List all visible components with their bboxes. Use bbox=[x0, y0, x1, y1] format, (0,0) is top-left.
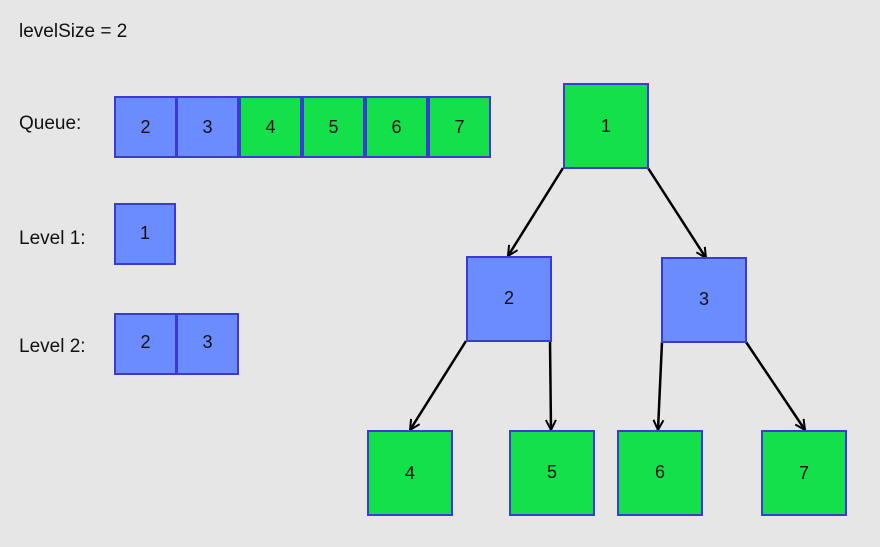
level-1-cell: 1 bbox=[114, 203, 176, 265]
edge-1-3 bbox=[646, 167, 706, 258]
queue-cell: 5 bbox=[302, 96, 365, 158]
edge-1-2 bbox=[508, 167, 565, 256]
tree-node-5: 5 bbox=[509, 430, 595, 516]
tree-node-4: 4 bbox=[367, 430, 453, 516]
level-2-label: Level 2: bbox=[19, 336, 86, 357]
queue-label: Queue: bbox=[19, 113, 82, 134]
tree-node-7: 7 bbox=[761, 430, 847, 516]
level-1-label: Level 1: bbox=[19, 228, 86, 249]
tree-node-1: 1 bbox=[563, 83, 649, 169]
tree-node-6: 6 bbox=[617, 430, 703, 516]
queue-cell: 2 bbox=[114, 96, 177, 158]
edge-3-7 bbox=[744, 341, 805, 430]
queue-cell: 6 bbox=[365, 96, 428, 158]
edge-2-5 bbox=[550, 340, 551, 430]
edge-3-6 bbox=[658, 341, 662, 430]
tree-node-2: 2 bbox=[466, 256, 552, 342]
level-size-text: levelSize = 2 bbox=[19, 21, 128, 42]
tree-node-3: 3 bbox=[661, 257, 747, 343]
level-2-cell: 3 bbox=[176, 313, 239, 375]
queue-cell: 3 bbox=[176, 96, 239, 158]
queue-cell: 4 bbox=[239, 96, 302, 158]
queue-cell: 7 bbox=[428, 96, 491, 158]
edge-2-4 bbox=[410, 340, 468, 430]
